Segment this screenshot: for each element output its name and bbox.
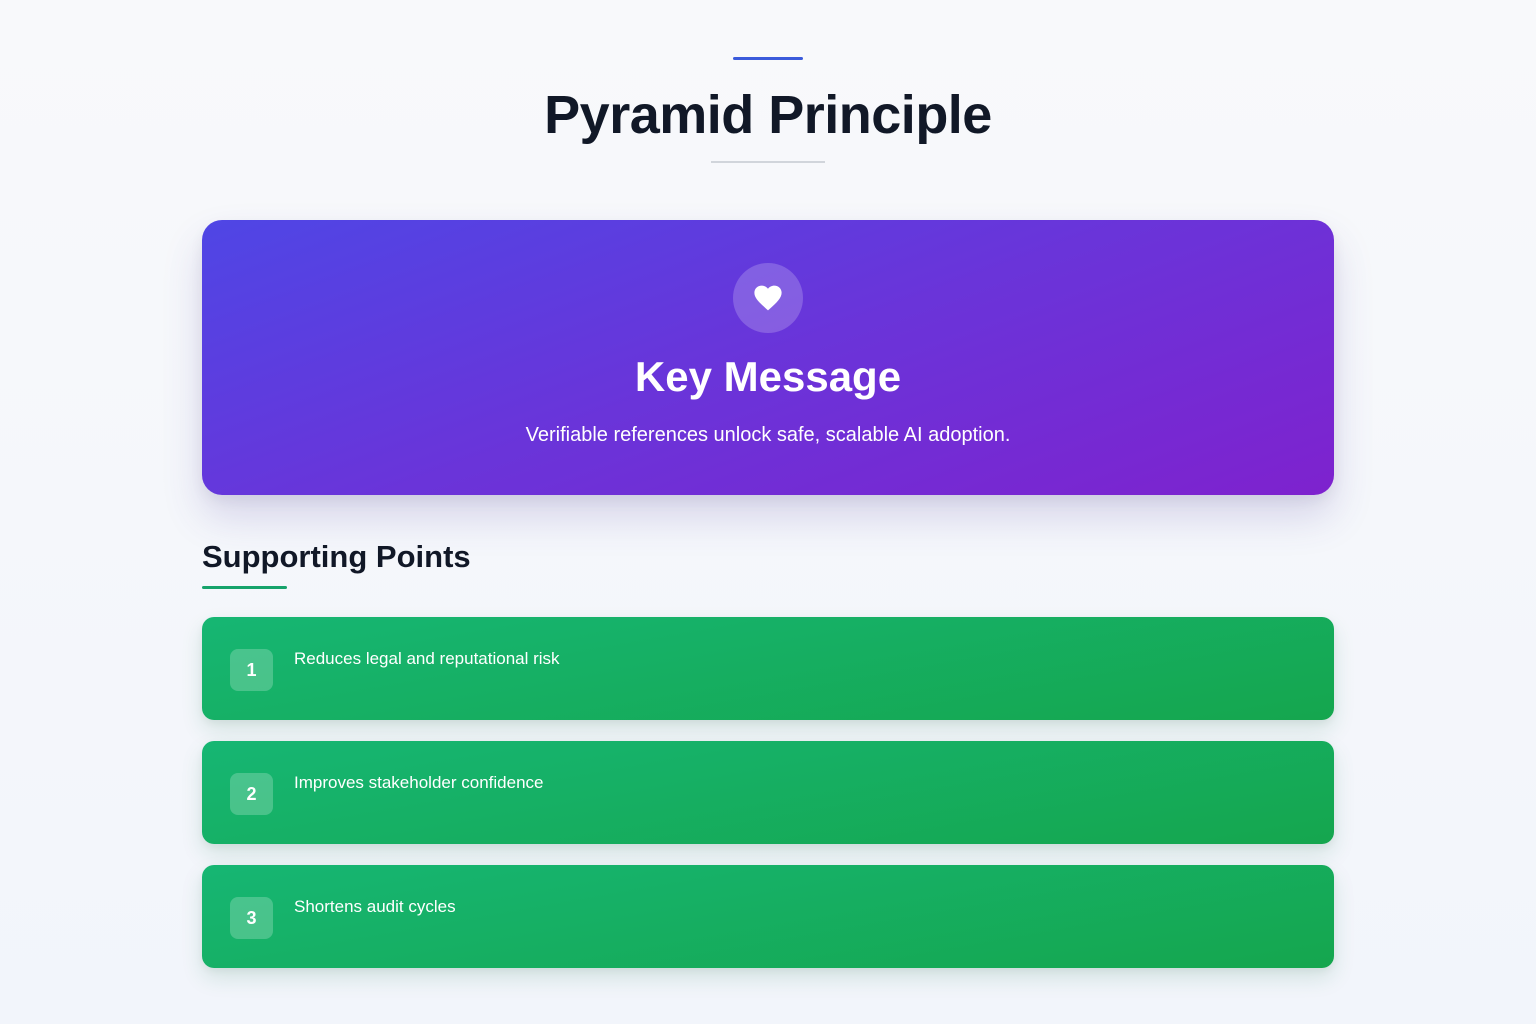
point-number-badge: 3 — [230, 897, 273, 939]
point-text: Improves stakeholder confidence — [294, 773, 544, 792]
heart-icon — [733, 263, 803, 333]
point-number-badge: 2 — [230, 773, 273, 815]
point-text: Reduces legal and reputational risk — [294, 649, 560, 668]
section-underline — [202, 586, 287, 589]
supporting-points-heading: Supporting Points — [202, 539, 471, 574]
supporting-point-card: 2 Improves stakeholder confidence — [202, 741, 1334, 844]
point-number-badge: 1 — [230, 649, 273, 691]
key-message-card: Key Message Verifiable references unlock… — [202, 220, 1334, 495]
page-title: Pyramid Principle — [544, 85, 992, 145]
point-text: Shortens audit cycles — [294, 897, 456, 916]
title-divider — [711, 161, 825, 163]
key-message-text: Verifiable references unlock safe, scala… — [525, 424, 1011, 446]
supporting-point-card: 3 Shortens audit cycles — [202, 865, 1334, 968]
key-message-title: Key Message — [634, 353, 902, 400]
supporting-point-card: 1 Reduces legal and reputational risk — [202, 617, 1334, 720]
top-accent-line — [733, 57, 803, 60]
